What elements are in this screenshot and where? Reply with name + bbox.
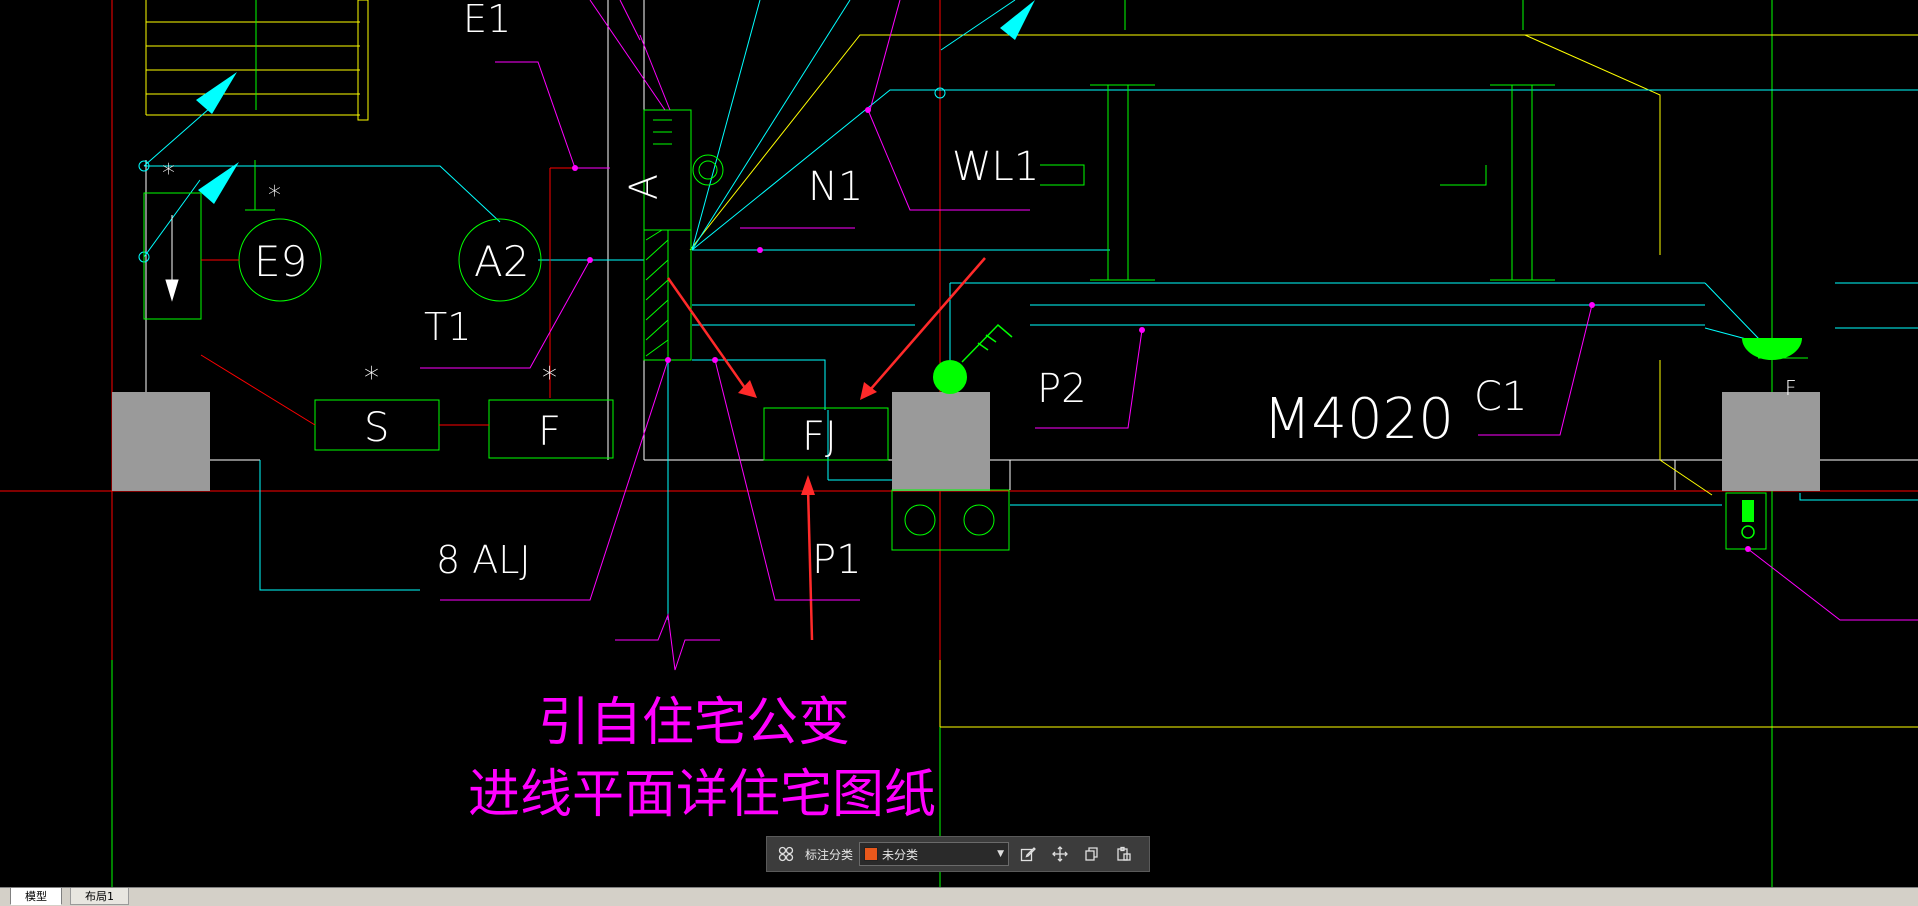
label-n1: N1: [808, 164, 863, 210]
move-icon[interactable]: [1047, 841, 1073, 867]
tab-model[interactable]: 模型: [10, 888, 62, 905]
label-fj: FJ: [802, 414, 837, 460]
label-f: F: [538, 409, 561, 455]
down-arrow-icon: [165, 215, 179, 302]
label-a2: A2: [474, 237, 529, 286]
lamp-symbols: [933, 338, 1802, 522]
staircase: [145, 0, 369, 121]
label-e1: E1: [463, 0, 511, 41]
magenta-leaders: [420, 0, 1918, 671]
label-t1: T1: [424, 305, 471, 349]
label-star-1: *: [162, 159, 175, 189]
grid-icon[interactable]: [773, 841, 799, 867]
note-line-2: 进线平面详住宅图纸: [468, 765, 936, 825]
label-c1: C1: [1474, 374, 1527, 420]
drawing-canvas[interactable]: E1 E9 A2 T1 S F FJ N1 WL1 P2 M4020 C1 P1…: [0, 0, 1918, 887]
note-line-1: 引自住宅公变: [538, 693, 850, 753]
category-label: 标注分类: [805, 847, 854, 862]
label-8alj: 8 ALJ: [436, 538, 531, 582]
red-arrows: [666, 257, 986, 641]
chevron-down-icon: ▼: [997, 849, 1005, 859]
label-star-4: *: [542, 361, 557, 396]
copy-icon[interactable]: [1079, 841, 1105, 867]
structural-columns: [112, 392, 1820, 491]
label-e9: E9: [254, 237, 307, 286]
category-select-value: 未分类: [882, 847, 919, 862]
label-wl1: WL1: [952, 144, 1039, 190]
label-star-3: *: [364, 361, 379, 396]
label-a-vertical: A: [622, 174, 666, 200]
annotation-toolbar: 标注分类 未分类 ▼: [766, 836, 1150, 872]
label-s: S: [364, 405, 389, 451]
label-f-small: F: [1785, 376, 1797, 400]
label-p1: P1: [812, 537, 862, 583]
label-m4020: M4020: [1263, 387, 1454, 452]
edit-icon[interactable]: [1015, 841, 1041, 867]
label-star-2: *: [268, 181, 281, 211]
boundary-lines: [689, 34, 1918, 728]
layout-tab-bar: 模型 布局1: [0, 887, 1918, 906]
tab-layout1[interactable]: 布局1: [70, 888, 129, 905]
category-select[interactable]: 未分类 ▼: [859, 842, 1010, 866]
hatch: [645, 119, 672, 360]
arrowheads: [196, 0, 1035, 204]
category-swatch: [864, 847, 879, 861]
paste-icon[interactable]: [1111, 841, 1137, 867]
label-p2: P2: [1037, 366, 1087, 412]
